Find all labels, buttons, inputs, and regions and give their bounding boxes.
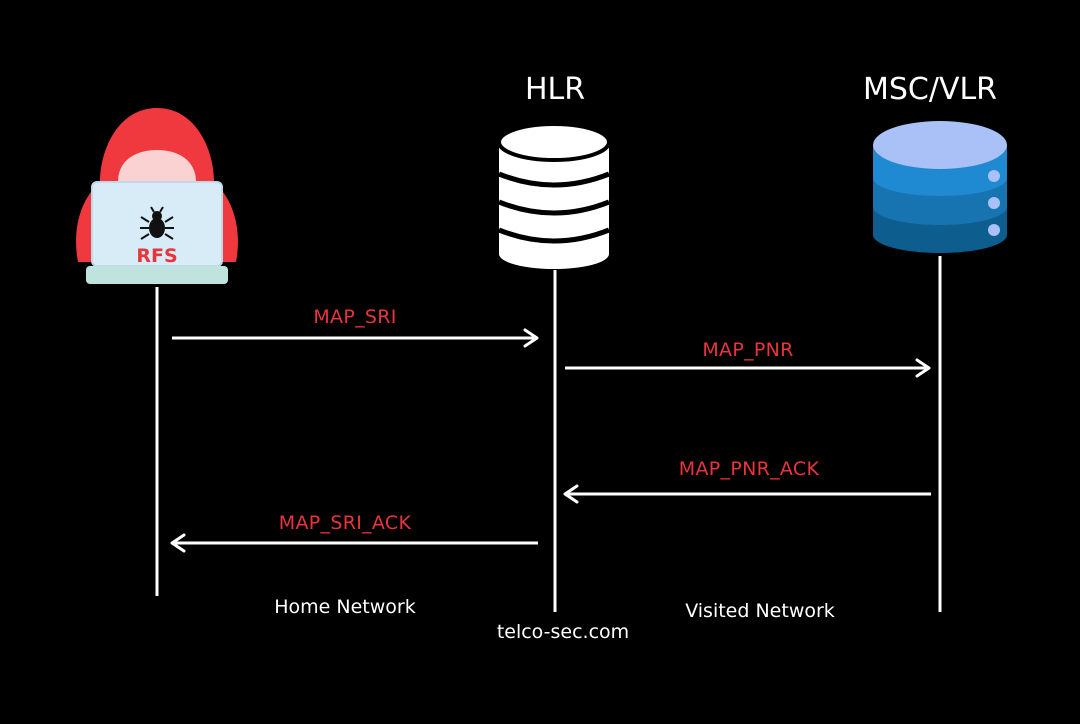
msc-vlr-title: MSC/VLR [862,72,998,107]
message-label-map-pnr-ack: MAP_PNR_ACK [678,458,820,480]
message-label-map-sri-ack: MAP_SRI_ACK [278,512,412,534]
arrow-map-sri-ack [170,533,538,553]
watermark: telco-sec.com [496,621,630,643]
hlr-database-icon [497,122,611,269]
bug-icon [140,206,174,240]
message-label-map-sri: MAP_SRI [313,306,397,328]
message-label-map-pnr: MAP_PNR [702,339,794,361]
msc-server-icon [873,121,1007,253]
arrow-map-sri [172,328,539,348]
attacker-label: RFS [136,245,177,267]
hlr-title: HLR [524,72,586,107]
hacker-icon [76,108,238,284]
arrow-map-pnr [565,358,931,378]
arrow-map-pnr-ack [563,484,931,504]
home-network-label: Home Network [274,596,416,618]
visited-network-label: Visited Network [685,600,835,622]
